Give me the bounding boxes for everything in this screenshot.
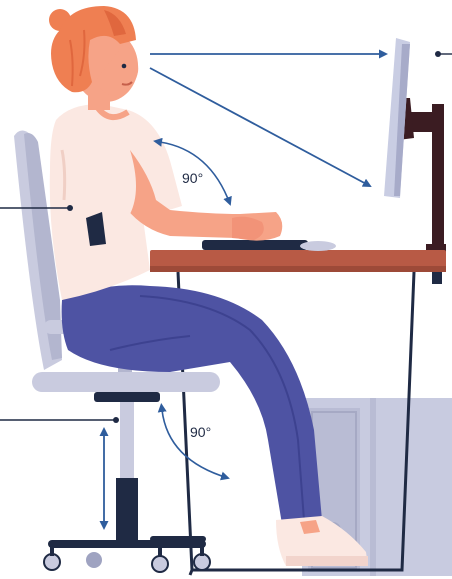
knee-angle-label: 90° xyxy=(190,424,211,440)
desk-top xyxy=(150,250,446,272)
elbow-angle-label: 90° xyxy=(182,170,203,186)
sight-line-bottom-arrow xyxy=(150,68,370,186)
sight-line-arrows xyxy=(150,54,386,186)
knee-angle-arc xyxy=(162,410,228,478)
mouse xyxy=(300,241,336,251)
keyboard xyxy=(202,240,308,250)
